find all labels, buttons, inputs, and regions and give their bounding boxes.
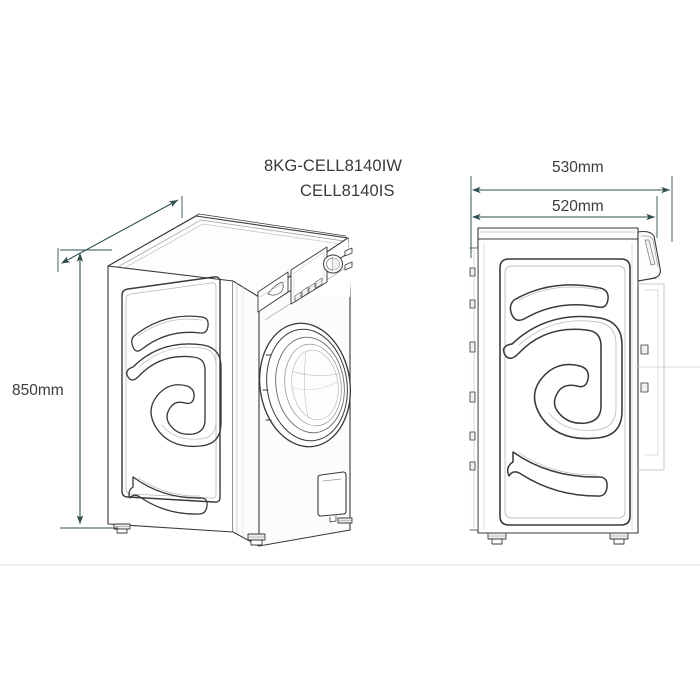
door-glass [291,349,339,421]
depth-inner-dimension [470,196,658,258]
option-buttons [344,247,353,271]
display-panel [290,246,328,305]
model-title-line-1: 8KG-CELL8140IW [264,157,403,175]
door-hinges [262,354,272,421]
rear-hose-connections [637,283,700,471]
depth-outer-dimension-label: 530mm [552,159,604,176]
control-panel [257,237,353,321]
control-panel-profile [637,230,661,282]
foot-front-right [247,533,266,546]
adjustable-feet [113,517,353,546]
cabinet-edge-seam [236,282,244,537]
side-elevation-view [469,227,700,545]
door-assembly [258,322,352,448]
side-panel-swirl-elevation [499,258,631,526]
filter-access-hatch [317,471,347,523]
foot-rear-right [337,517,353,524]
height-dimension-label: 850mm [12,382,64,399]
adjustable-feet-side [487,532,629,545]
side-panel-swirl [121,276,222,515]
foot-left-side [487,532,507,545]
top-panel-side [477,227,639,240]
display-segments [294,277,323,303]
program-knob [323,254,343,274]
foot-right-side [609,532,629,545]
front-perspective-view [107,213,353,547]
model-title-line-2: CELL8140IS [300,182,395,200]
detergent-drawer [257,271,289,313]
depth-inner-dimension-label: 520mm [552,198,604,215]
cabinet-body-side [477,238,639,534]
door-hinge-profile [469,247,479,531]
depth-dimension-perspective [57,196,183,272]
foot-front-left [113,523,131,534]
